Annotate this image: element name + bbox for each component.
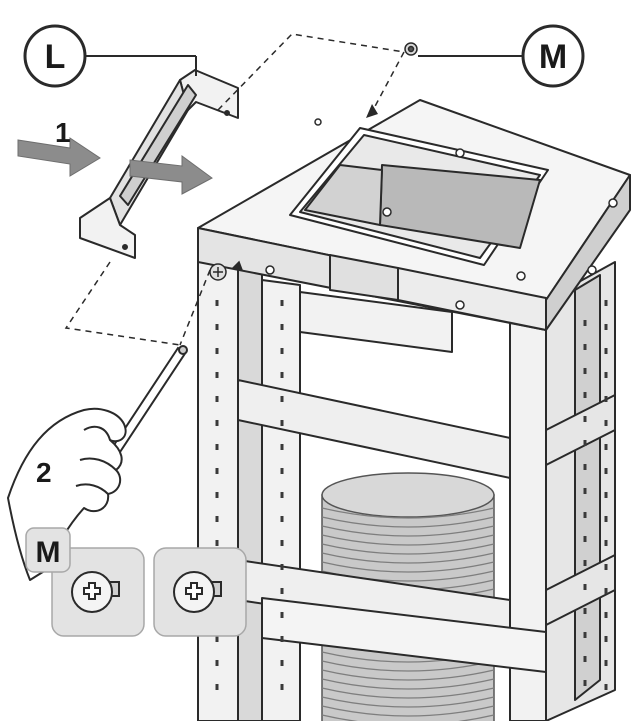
- post-hole: [604, 300, 608, 306]
- callout-l-label: L: [45, 38, 66, 76]
- post-hole: [215, 300, 219, 306]
- post-holes: [215, 300, 608, 690]
- post-hole: [583, 608, 587, 614]
- duct-ring: [321, 687, 495, 699]
- duct-ring: [321, 525, 495, 537]
- post-hole: [583, 464, 587, 470]
- post-hole: [215, 540, 219, 546]
- inset-screw-panel-1: [51, 547, 145, 637]
- post-hole: [583, 344, 587, 350]
- post-hole: [604, 396, 608, 402]
- phillips-screw-icon: [173, 571, 222, 613]
- post-hole: [604, 516, 608, 522]
- post-hole: [215, 684, 219, 690]
- duct-ring: [321, 507, 495, 519]
- top-m-screw: [404, 42, 418, 56]
- post-hole: [215, 492, 219, 498]
- post-hole: [215, 516, 219, 522]
- callout-l: L: [23, 24, 197, 88]
- duct-ring: [321, 660, 495, 672]
- post-hole: [280, 468, 284, 474]
- post-hole: [215, 324, 219, 330]
- step1-arrows: [17, 137, 213, 195]
- post-hole: [215, 636, 219, 642]
- post-hole: [215, 444, 219, 450]
- post-hole: [604, 444, 608, 450]
- post-hole: [583, 632, 587, 638]
- post-hole: [604, 468, 608, 474]
- post-hole: [583, 440, 587, 446]
- inset-m-label: M: [25, 527, 71, 573]
- post-hole: [280, 564, 284, 570]
- top-screw-heads: [265, 118, 618, 310]
- post-hole: [280, 444, 284, 450]
- guide-dashed-lines: [64, 33, 405, 346]
- post-hole: [280, 372, 284, 378]
- callout-m: M: [418, 24, 585, 88]
- post-hole: [604, 324, 608, 330]
- inset-m-text: M: [36, 536, 61, 569]
- post-hole: [604, 636, 608, 642]
- post-hole: [215, 420, 219, 426]
- post-hole: [583, 488, 587, 494]
- guide-arrow-head: [366, 104, 378, 118]
- post-hole: [583, 560, 587, 566]
- post-hole: [280, 588, 284, 594]
- post-hole: [583, 416, 587, 422]
- duct-ring: [321, 714, 495, 721]
- post-hole: [604, 420, 608, 426]
- post-hole: [280, 660, 284, 666]
- post-hole: [604, 684, 608, 690]
- post-hole: [280, 612, 284, 618]
- duct-ring: [321, 696, 495, 708]
- post-hole: [583, 680, 587, 686]
- duct-ring: [321, 678, 495, 690]
- duct-ring: [321, 561, 495, 573]
- phillips-screw-icon: [71, 571, 120, 613]
- post-hole: [583, 656, 587, 662]
- inset-screw-panel-2: [153, 547, 247, 637]
- post-hole: [604, 372, 608, 378]
- post-hole: [280, 396, 284, 402]
- post-hole: [583, 368, 587, 374]
- post-hole: [583, 536, 587, 542]
- post-hole: [583, 512, 587, 518]
- post-hole: [604, 564, 608, 570]
- callout-m-label: M: [539, 38, 567, 76]
- post-hole: [280, 420, 284, 426]
- post-hole: [604, 612, 608, 618]
- step-2-label: 2: [36, 457, 52, 488]
- post-hole: [604, 540, 608, 546]
- post-hole: [280, 324, 284, 330]
- post-hole: [215, 396, 219, 402]
- post-hole: [280, 516, 284, 522]
- post-hole: [280, 300, 284, 306]
- post-hole: [583, 320, 587, 326]
- post-hole: [583, 392, 587, 398]
- post-hole: [604, 348, 608, 354]
- duct-ring: [321, 534, 495, 546]
- post-hole: [215, 348, 219, 354]
- side-screw: [209, 260, 244, 281]
- post-hole: [280, 492, 284, 498]
- duct-ring: [321, 705, 495, 717]
- post-hole: [280, 636, 284, 642]
- duct-ring: [321, 516, 495, 528]
- post-hole: [280, 348, 284, 354]
- post-hole: [215, 468, 219, 474]
- duct-ring: [321, 669, 495, 681]
- duct-ring: [321, 543, 495, 555]
- post-hole: [280, 684, 284, 690]
- frame-stand: [197, 99, 631, 721]
- post-hole: [215, 372, 219, 378]
- post-hole: [583, 584, 587, 590]
- post-hole: [604, 588, 608, 594]
- post-hole: [604, 492, 608, 498]
- post-hole: [215, 660, 219, 666]
- post-hole: [280, 540, 284, 546]
- step-1-label: 1: [55, 117, 71, 148]
- duct-ring: [321, 552, 495, 564]
- post-hole: [604, 660, 608, 666]
